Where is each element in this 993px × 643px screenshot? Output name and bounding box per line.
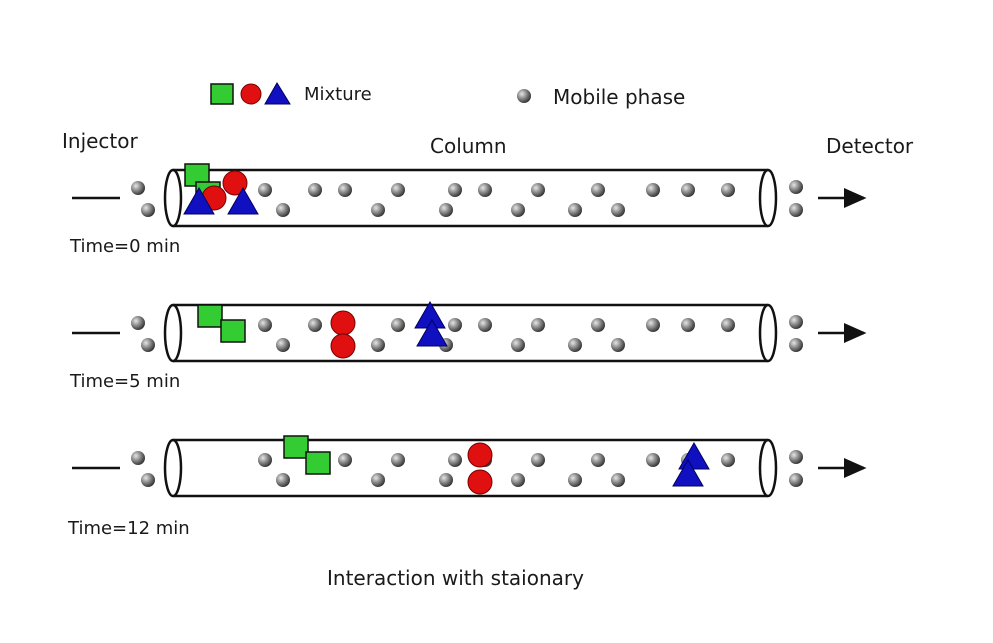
- red-circle-solute: [222, 170, 248, 196]
- column-row-2: [72, 300, 867, 363]
- blue-triangle-solute: [227, 186, 259, 215]
- mobile-phase-particle: [448, 183, 462, 197]
- mobile-phase-particle: [276, 203, 290, 217]
- mobile-phase-particle: [646, 318, 660, 332]
- rows-layer: [72, 163, 867, 498]
- legend-circle-icon: [240, 83, 262, 105]
- outlet-particle: [789, 180, 803, 194]
- mobile-phase-particle: [511, 338, 525, 352]
- time-label-row-3: Time=12 min: [68, 518, 190, 539]
- mobile-phase-particle: [276, 473, 290, 487]
- column-outlet-end: [758, 168, 778, 228]
- mobile-phase-particle: [721, 318, 735, 332]
- outlet-particle: [789, 203, 803, 217]
- blue-triangle-solute: [416, 318, 448, 347]
- column-label: Column: [430, 134, 507, 158]
- mobile-phase-particle: [611, 203, 625, 217]
- blue-triangle-solute: [183, 186, 215, 215]
- mobile-phase-particle: [391, 318, 405, 332]
- mobile-phase-particle: [611, 473, 625, 487]
- mobile-phase-particle: [478, 183, 492, 197]
- outlet-particle: [789, 473, 803, 487]
- column-row-1: [72, 163, 867, 228]
- red-circle-solute: [330, 310, 356, 336]
- mobile-phase-particle: [391, 453, 405, 467]
- mobile-phase-particle: [646, 183, 660, 197]
- detector-label: Detector: [826, 134, 914, 158]
- red-circle-solute: [330, 333, 356, 359]
- time-label-row-2: Time=5 min: [70, 371, 181, 392]
- mobile-phase-particle: [276, 338, 290, 352]
- mobile-phase-particle: [531, 453, 545, 467]
- mobile-phase-particle: [511, 203, 525, 217]
- mobile-phase-particle: [338, 453, 352, 467]
- mobile-phase-particle: [531, 318, 545, 332]
- mobile-phase-particle: [611, 338, 625, 352]
- mobile-phase-particle: [531, 183, 545, 197]
- mobile-phase-particle: [258, 183, 272, 197]
- mobile-phase-particle: [448, 453, 462, 467]
- outlet-particle: [789, 338, 803, 352]
- legend-mixture-label: Mixture: [304, 84, 372, 105]
- caption: Interaction with staionary: [327, 566, 584, 590]
- outlet-particle: [789, 450, 803, 464]
- mobile-phase-particle: [568, 338, 582, 352]
- mobile-phase-particle: [439, 203, 453, 217]
- mobile-phase-particle: [681, 318, 695, 332]
- green-square-solute: [197, 304, 223, 328]
- red-circle-solute: [467, 469, 493, 495]
- outlet-particle: [789, 315, 803, 329]
- mobile-phase-particle: [721, 453, 735, 467]
- blue-triangle-solute: [672, 458, 704, 487]
- mobile-phase-particle: [511, 473, 525, 487]
- column-outlet-end: [758, 438, 778, 498]
- mobile-phase-particle: [681, 183, 695, 197]
- mobile-phase-particle: [478, 318, 492, 332]
- mobile-phase-particle: [338, 183, 352, 197]
- mobile-phase-particle: [591, 453, 605, 467]
- time-label-row-1: Time=0 min: [70, 236, 181, 257]
- green-square-solute: [220, 319, 246, 343]
- mobile-phase-particle: [591, 183, 605, 197]
- mobile-phase-particle: [371, 203, 385, 217]
- mobile-phase-particle: [371, 338, 385, 352]
- mobile-phase-particle: [308, 183, 322, 197]
- red-circle-solute: [467, 442, 493, 468]
- mobile-phase-particle: [258, 453, 272, 467]
- mobile-phase-particle: [721, 183, 735, 197]
- legend-particle-icon: [517, 89, 531, 103]
- mobile-phase-particle: [568, 203, 582, 217]
- mobile-phase-particle: [439, 473, 453, 487]
- mobile-phase-particle: [258, 318, 272, 332]
- column-row-3: [72, 435, 867, 498]
- legend: [210, 82, 531, 105]
- legend-mobile-phase-label: Mobile phase: [553, 85, 686, 109]
- column-inlet-end: [163, 438, 183, 498]
- column-inlet-end: [163, 303, 183, 363]
- inlet-particle: [141, 473, 155, 487]
- legend-triangle-icon: [264, 82, 291, 105]
- inlet-particle: [131, 451, 145, 465]
- column-inlet-end: [163, 168, 183, 228]
- column-outlet-end: [758, 303, 778, 363]
- green-square-solute: [305, 451, 331, 475]
- inlet-particle: [131, 181, 145, 195]
- mobile-phase-particle: [448, 318, 462, 332]
- mobile-phase-particle: [391, 183, 405, 197]
- injector-label: Injector: [62, 129, 138, 153]
- green-square-solute: [283, 435, 309, 459]
- mobile-phase-particle: [646, 453, 660, 467]
- legend-square-icon: [210, 83, 234, 105]
- inlet-particle: [141, 203, 155, 217]
- mobile-phase-particle: [371, 473, 385, 487]
- mobile-phase-particle: [591, 318, 605, 332]
- mobile-phase-particle: [568, 473, 582, 487]
- inlet-particle: [131, 316, 145, 330]
- inlet-particle: [141, 338, 155, 352]
- mobile-phase-particle: [308, 318, 322, 332]
